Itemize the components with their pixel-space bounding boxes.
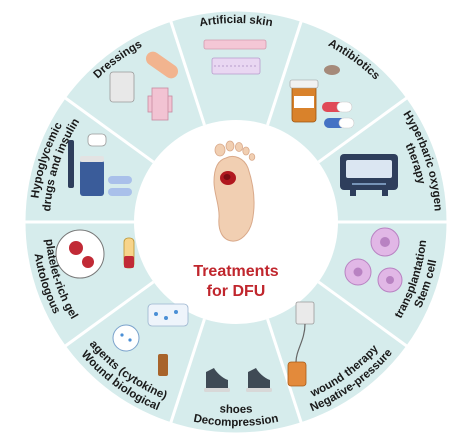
segment-divider — [63, 96, 155, 164]
segment-label-text: shoes — [219, 403, 253, 416]
segment-label-artificial-skin: Artificial skin — [199, 14, 274, 29]
segment-divider — [266, 19, 303, 126]
segment-divider — [266, 318, 303, 425]
segment-dividers — [24, 19, 448, 425]
segment-label-decompression-shoes: Decompression — [193, 413, 280, 429]
segment-divider — [317, 280, 409, 348]
center-title-line2: for DFU — [207, 283, 266, 300]
segment-divider — [63, 280, 155, 348]
shoes-icon — [204, 368, 272, 392]
antibiotics-icon — [289, 65, 355, 129]
dressings-icon — [109, 51, 179, 121]
artificial-skin-icon — [203, 39, 267, 75]
segment-label-decompression-shoes: shoes — [219, 403, 253, 416]
biological-agents-icon — [112, 303, 189, 376]
center-title-line1: Treatments — [193, 263, 278, 280]
negative-pressure-icon — [287, 301, 315, 387]
foot-icon — [213, 140, 256, 242]
hyperbaric-chamber-icon — [340, 154, 398, 196]
segment-divider — [169, 318, 206, 425]
segment-label-text: Decompression — [193, 413, 280, 429]
stem-cell-icon — [344, 227, 403, 293]
insulin-drugs-icon — [68, 133, 132, 196]
segment-label-text: Artificial skin — [199, 14, 274, 29]
segment-divider — [317, 96, 409, 164]
prp-gel-icon — [55, 229, 135, 279]
segment-divider — [169, 19, 206, 126]
